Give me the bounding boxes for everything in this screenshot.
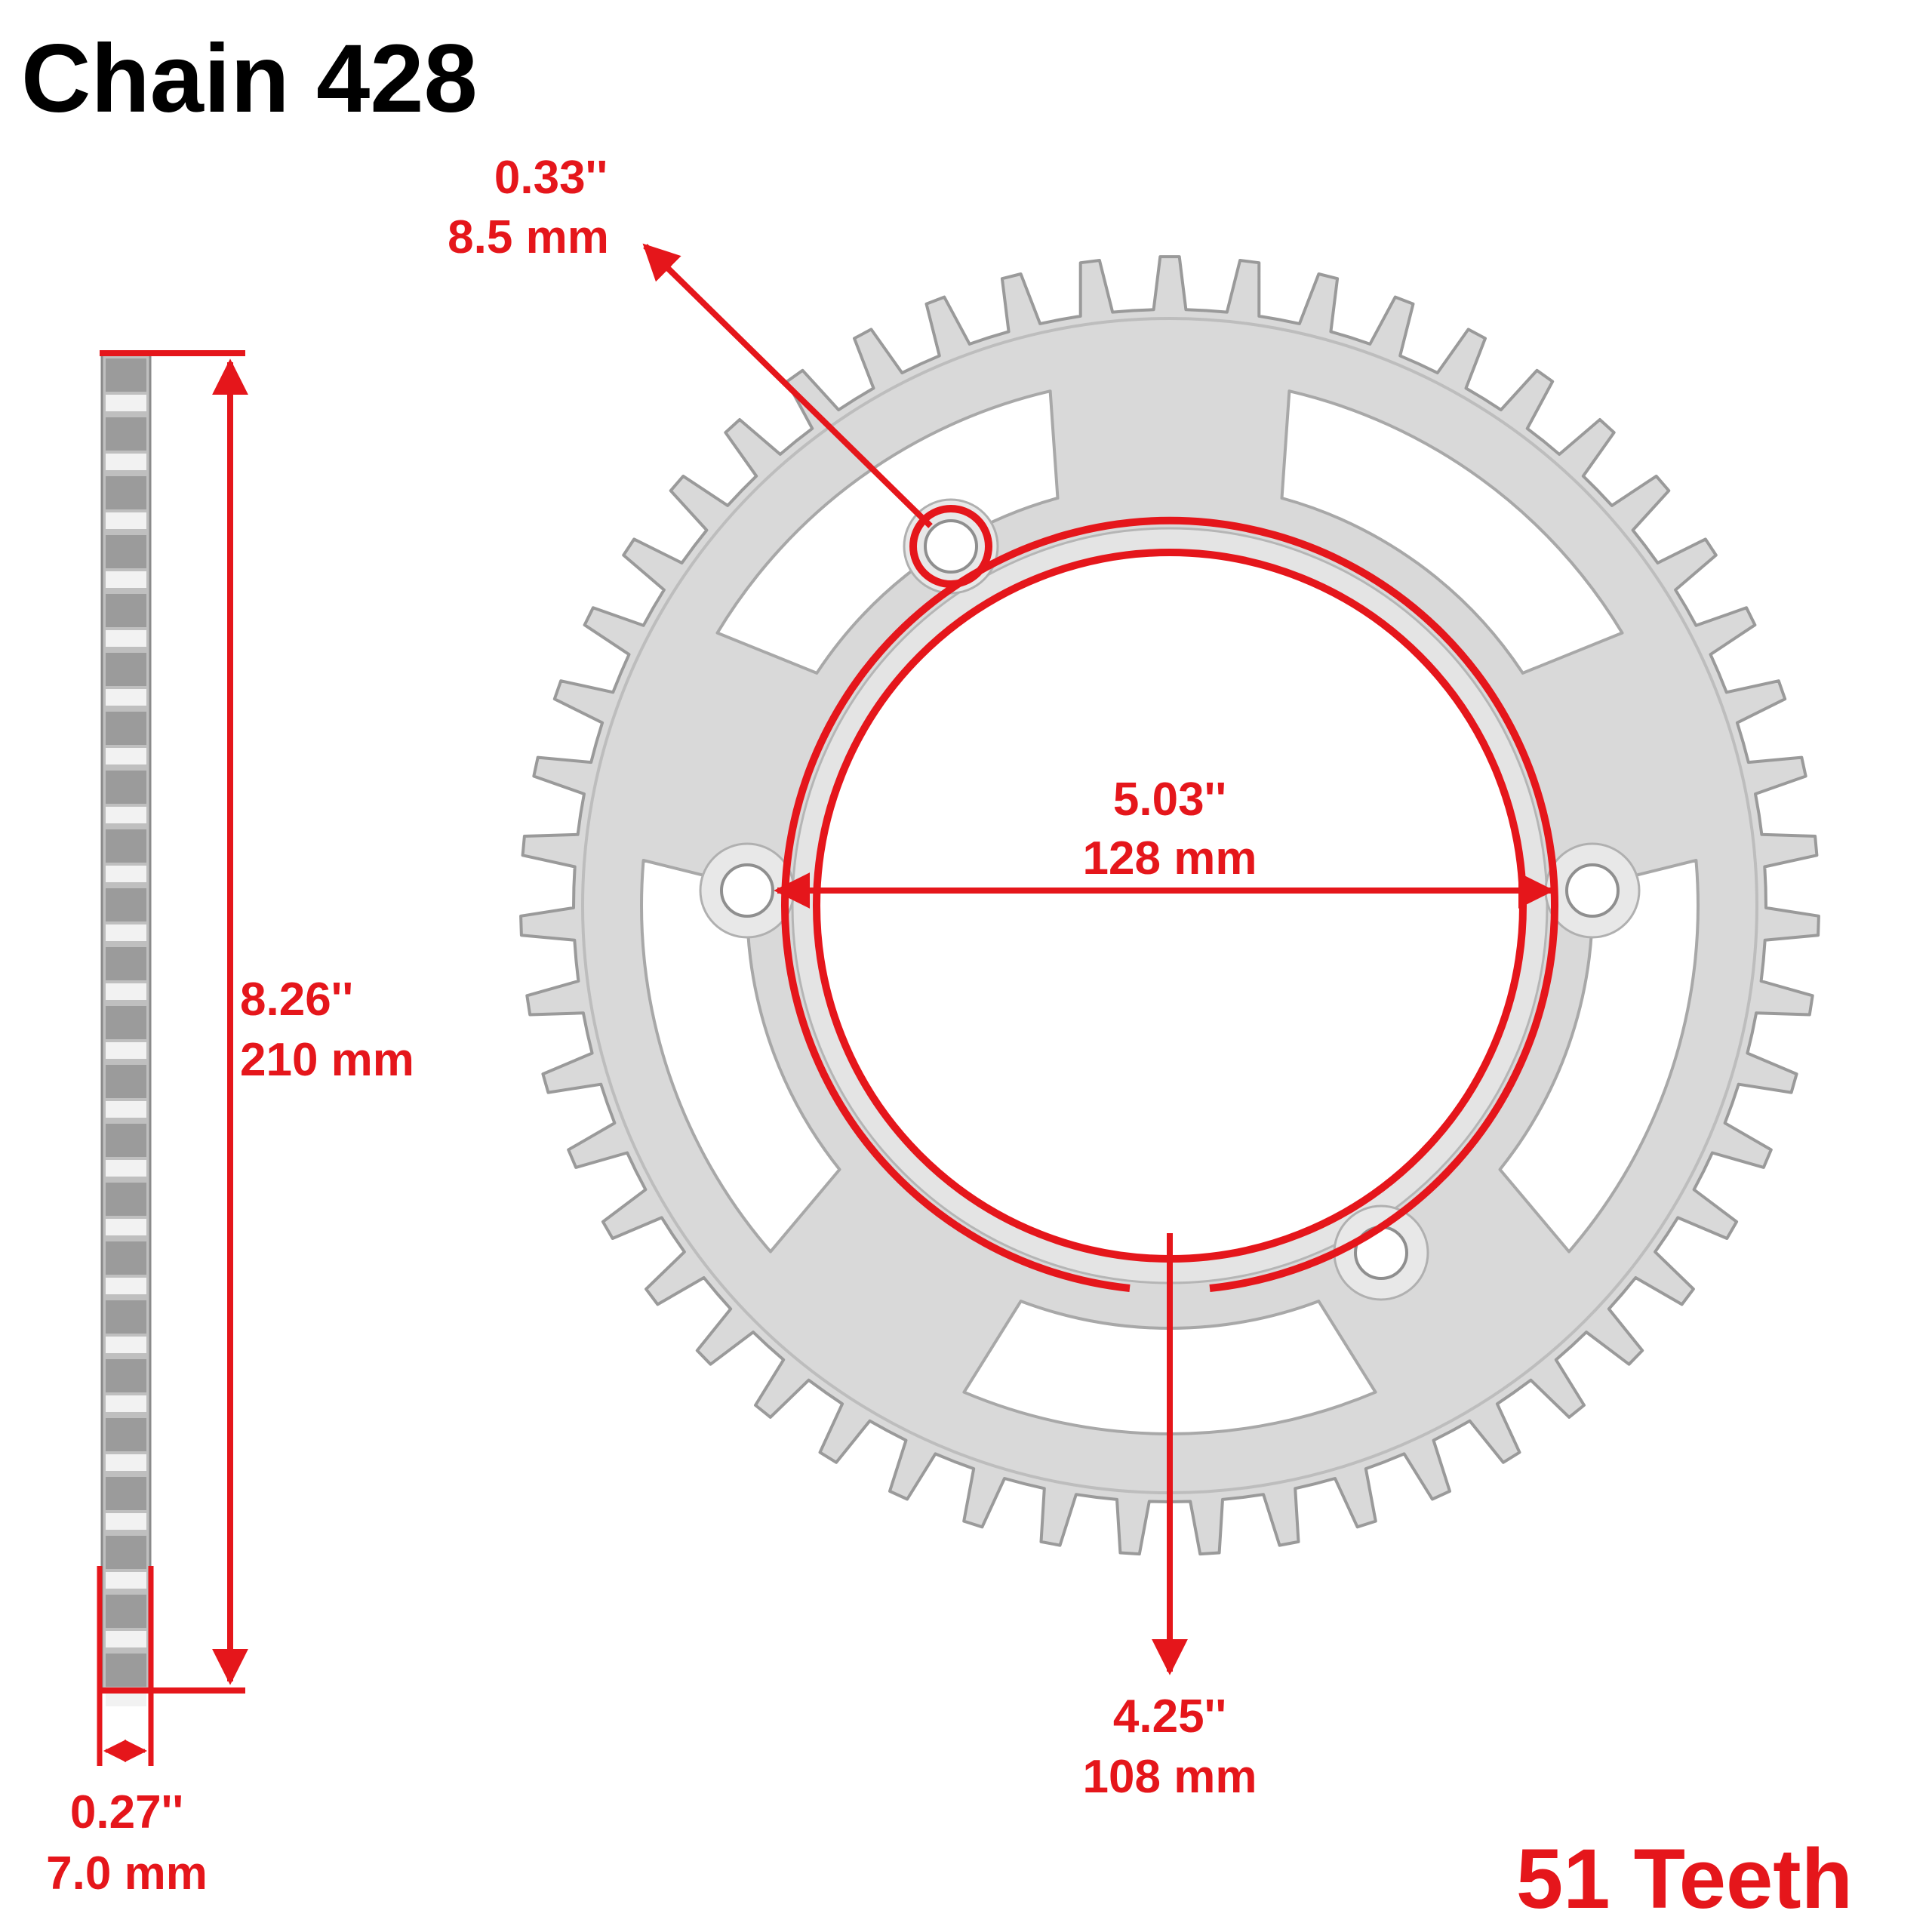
side-tooth [106,1241,146,1275]
side-tooth [106,417,146,451]
side-view-teeth [106,358,146,1706]
side-tooth-highlight [106,1631,146,1647]
bolt-hole-arrow [642,243,933,528]
cutout-window [1498,859,1700,1254]
side-tooth [106,653,146,686]
side-tooth [106,1654,146,1687]
side-tooth-highlight [106,689,146,706]
side-tooth [106,594,146,627]
side-tooth [106,888,146,921]
side-tooth-highlight [106,1337,146,1353]
side-tooth-highlight [106,571,146,588]
side-tooth [106,358,146,392]
side-tooth-highlight [106,924,146,941]
side-tooth [106,1065,146,1098]
side-tooth-highlight [106,1454,146,1471]
side-tooth-highlight [106,1690,146,1706]
side-tooth-highlight [106,1219,146,1235]
page-title: Chain 428 [21,25,478,133]
center-bore-inch-label: 4.25'' [1113,1690,1226,1743]
side-tooth [106,1359,146,1392]
bolt-circle-inch-label: 5.03'' [1113,774,1226,826]
side-tooth-highlight [106,454,146,470]
side-tooth-highlight [106,1101,146,1118]
bolt-hole-inch-label: 0.33'' [494,152,608,204]
side-tooth-highlight [106,1278,146,1294]
side-tooth-highlight [106,748,146,764]
thickness-mm-label: 7.0 mm [46,1847,208,1900]
bolt-hole [924,519,978,574]
side-tooth [106,947,146,980]
side-tooth-highlight [106,1395,146,1412]
side-tooth-highlight [106,1042,146,1059]
side-tooth-highlight [106,807,146,823]
side-tooth [106,1418,146,1451]
outer-diameter-mm-label: 210 mm [240,1034,414,1086]
outer-diameter-inch-label: 8.26'' [240,974,353,1026]
side-tooth-highlight [106,1513,146,1530]
side-tooth [106,712,146,745]
cutout-window [715,389,1060,675]
bolt-circle-marker [781,516,1558,1292]
bolt-holes [699,498,1641,1301]
side-tooth [106,829,146,863]
center-bore-mm-label: 108 mm [1083,1751,1257,1803]
side-tooth-highlight [106,395,146,411]
side-tooth-highlight [106,983,146,1000]
lightening-cutouts [640,389,1700,1435]
bolt-hole-marker [909,505,992,588]
teeth-count-label: 51 Teeth [1516,1832,1853,1926]
cutout-window [640,859,841,1254]
bolt-hole [720,863,774,918]
side-tooth [106,1477,146,1510]
side-tooth-highlight [106,1572,146,1589]
side-tooth-highlight [106,512,146,529]
bolt-circle-mm-label: 128 mm [1083,832,1257,884]
side-tooth [106,1124,146,1157]
bolt-hole-mm-label: 8.5 mm [448,211,609,263]
side-tooth [106,1595,146,1628]
side-tooth-highlight [106,866,146,882]
side-tooth [106,535,146,568]
side-tooth [106,771,146,804]
side-tooth [106,1183,146,1216]
side-tooth [106,476,146,509]
side-tooth [106,1300,146,1334]
cutout-window [1280,389,1624,675]
sprocket-side-view [100,352,152,1706]
dimension-annotations [97,243,1558,1766]
side-tooth-highlight [106,1160,146,1177]
side-tooth [106,1536,146,1569]
side-tooth [106,1006,146,1039]
bolt-hole [1565,863,1620,918]
thickness-inch-label: 0.27'' [70,1786,183,1838]
side-tooth-highlight [106,630,146,647]
